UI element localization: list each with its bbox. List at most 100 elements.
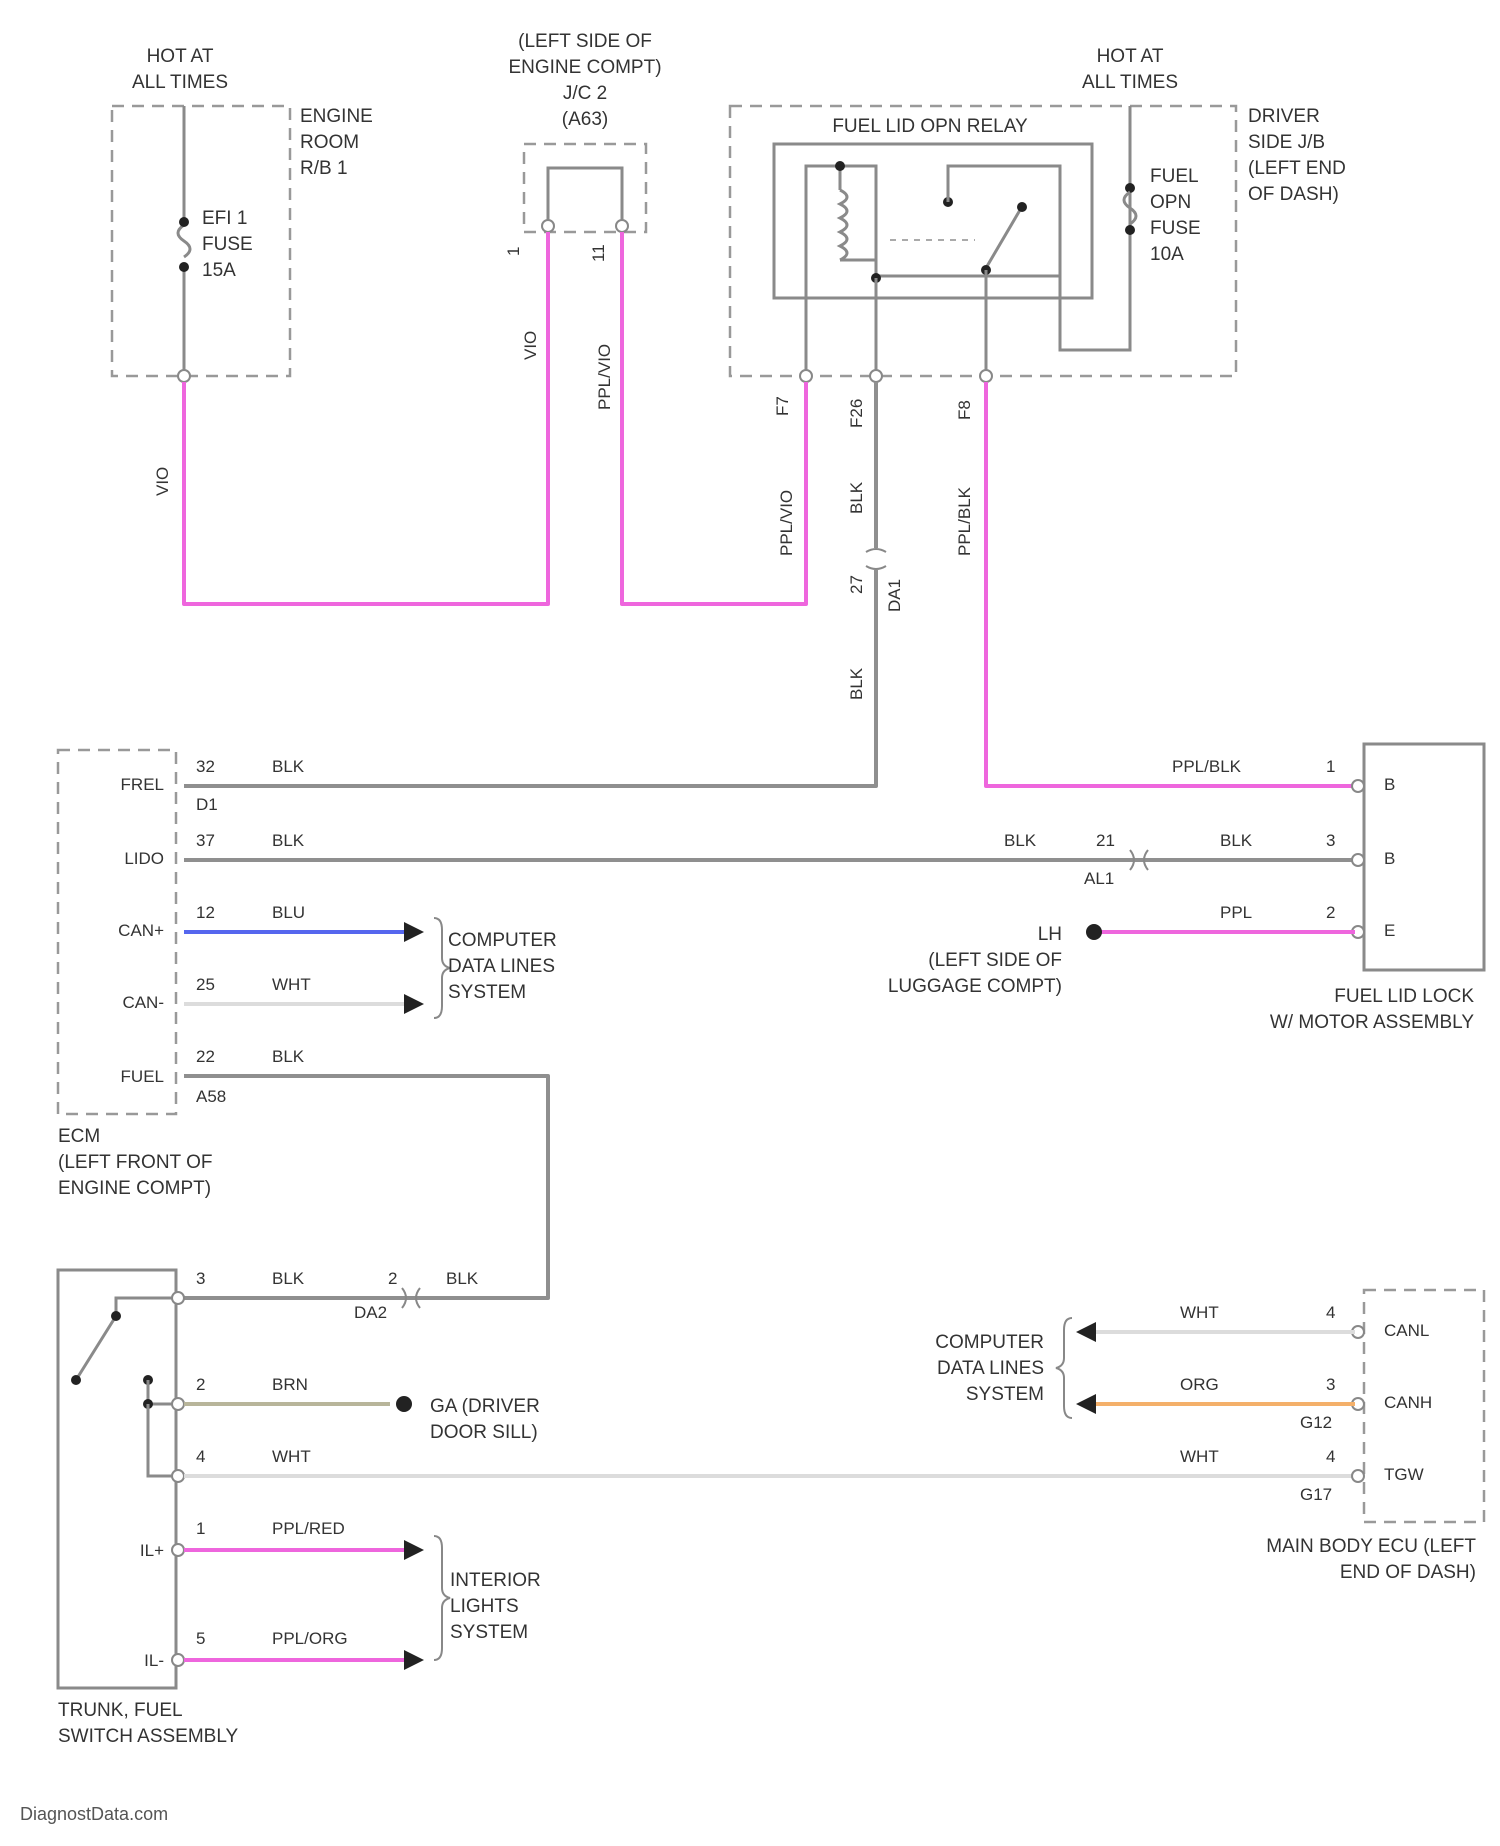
trunk-fuel-switch-box [58,1270,176,1688]
sw-top-inline-conn: DA2 [354,1303,387,1322]
motor-b2-color: BLK [1220,831,1253,850]
brace-interior-lights [434,1536,450,1660]
ecu-canh-color: ORG [1180,1375,1219,1394]
svg-text:SYSTEM: SYSTEM [966,1384,1044,1405]
svg-text:SYSTEM: SYSTEM [448,982,526,1003]
ecu-canl-color: WHT [1180,1303,1219,1322]
trunk-switch-contact [76,1316,116,1380]
canh-color: BLU [272,903,305,922]
svg-text:(LEFT FRONT OF: (LEFT FRONT OF [58,1152,212,1173]
wire-label-blk-2: BLK [847,667,866,700]
fuel-lid-lock-motor-label: FUEL LID LOCK [1334,986,1474,1007]
ecu-pin-canl: CANL [1384,1321,1429,1340]
ecm-pin-frel: FREL [121,775,164,794]
canl-pin: 25 [196,975,215,994]
ecu-pin-canh: CANH [1384,1393,1432,1412]
canh-pin: 12 [196,903,215,922]
svg-text:FUSE: FUSE [1150,218,1201,239]
engine-room-rb-box [112,106,290,376]
arrow-can-plus [404,922,424,942]
relay-pin-f7: F7 [773,396,792,416]
svg-text:LIGHTS: LIGHTS [450,1596,519,1617]
svg-text:SYSTEM: SYSTEM [450,1622,528,1643]
ecm-pin-lido: LIDO [124,849,164,868]
efi-fuse-label: EFI 1 [202,208,247,229]
fuel-conn: A58 [196,1087,226,1106]
ground-ga-label: GA (DRIVER [430,1396,540,1417]
motor-b2-inline-conn: AL1 [1084,869,1114,888]
arrow-ecu-canl [1076,1322,1096,1342]
jc-2-box [524,144,646,232]
svg-text:ENGINE COMPT): ENGINE COMPT) [508,57,661,78]
computer-data-lines-label-1: COMPUTER [448,930,557,951]
svg-text:ALL TIMES: ALL TIMES [1082,72,1178,93]
motor-e-pin: 2 [1326,903,1335,922]
wire-label-ppl-vio-2: PPL/VIO [777,490,796,556]
junction-connector-j-c-2: (LEFT SIDE OF ENGINE COMPT) J/C 2 (A63) … [504,31,662,262]
fuel-color: BLK [272,1047,305,1066]
efi-fuse-symbol [178,225,190,257]
svg-text:SWITCH ASSEMBLY: SWITCH ASSEMBLY [58,1726,239,1747]
switch-pin-il-minus: IL- [144,1651,164,1670]
ecu-canl-pin: 4 [1326,1303,1335,1322]
svg-text:OPN: OPN [1150,192,1191,213]
engine-room-rb-label: ENGINE [300,106,373,127]
motor-pin-e: E [1384,921,1395,940]
svg-text:SIDE J/B: SIDE J/B [1248,132,1325,153]
arrow-ecu-canh [1076,1394,1096,1414]
wire-label-ppl-blk-1: PPL/BLK [955,486,974,556]
sw-top-inline-color: BLK [446,1269,479,1288]
wire-label-blk-1: BLK [847,481,866,514]
frel-color: BLK [272,757,305,776]
wire-relay-to-motor [986,382,1355,786]
canl-color: WHT [272,975,311,994]
sw-brn-pin: 2 [196,1375,205,1394]
relay-switch-contact [986,210,1020,268]
frel-pin: 32 [196,757,215,776]
driver-side-junction-block: HOT AT ALL TIMES DRIVER SIDE J/B (LEFT E… [730,46,1346,428]
svg-text:DATA LINES: DATA LINES [937,1358,1044,1379]
hot-at-all-times-label-2: HOT AT [1097,46,1164,67]
motor-b2-left-color: BLK [1004,831,1037,850]
brace-computer-data-2 [1056,1318,1072,1418]
svg-text:LUGGAGE COMPT): LUGGAGE COMPT) [888,976,1062,997]
hot-at-all-times-label: HOT AT [147,46,214,67]
svg-text:(A63): (A63) [562,109,608,130]
arrow-can-minus [404,994,424,1014]
il-minus-pin: 5 [196,1629,205,1648]
lido-pin: 37 [196,831,215,850]
motor-b1-pin: 1 [1326,757,1335,776]
wire-label-vio-1: VIO [153,467,172,496]
engine-room-rb-1: HOT AT ALL TIMES ENGINE ROOM R/B 1 EFI 1… [112,46,373,382]
relay-pin-f8: F8 [955,400,974,420]
main-body-ecu-label: MAIN BODY ECU (LEFT [1266,1536,1476,1557]
jc-2-pin-a: 1 [504,247,523,256]
ground-point-ga [396,1396,412,1412]
computer-data-lines-label-2: COMPUTER [935,1332,1044,1353]
il-minus-color: PPL/ORG [272,1629,348,1648]
fuel-pin: 22 [196,1047,215,1066]
ecu-canh-conn: G12 [1300,1413,1332,1432]
ecu-pin-tgw: TGW [1384,1465,1424,1484]
sw-top-color: BLK [272,1269,305,1288]
driver-side-jb-label: DRIVER [1248,106,1320,127]
ground-lh-label: LH [1038,924,1062,945]
interior-lights-label: INTERIOR [450,1570,541,1591]
splice-pin: 27 [847,575,866,594]
sw-wht-pin: 4 [196,1447,205,1466]
fuel-lid-opn-relay-label: FUEL LID OPN RELAY [832,116,1028,137]
svg-text:ALL TIMES: ALL TIMES [132,72,228,93]
svg-text:DOOR SILL): DOOR SILL) [430,1422,538,1443]
svg-text:END OF DASH): END OF DASH) [1340,1562,1476,1583]
wire-label-ppl-vio-1: PPL/VIO [595,344,614,410]
svg-text:ENGINE COMPT): ENGINE COMPT) [58,1178,211,1199]
svg-text:R/B 1: R/B 1 [300,158,348,179]
sw-wht-color: WHT [272,1447,311,1466]
ecu-tgw-conn: G17 [1300,1485,1332,1504]
splice-conn: DA1 [885,579,904,612]
sw-top-inline-pin: 2 [388,1269,397,1288]
frel-conn: D1 [196,795,218,814]
ecu-canh-pin: 3 [1326,1375,1335,1394]
svg-text:10A: 10A [1150,244,1184,265]
